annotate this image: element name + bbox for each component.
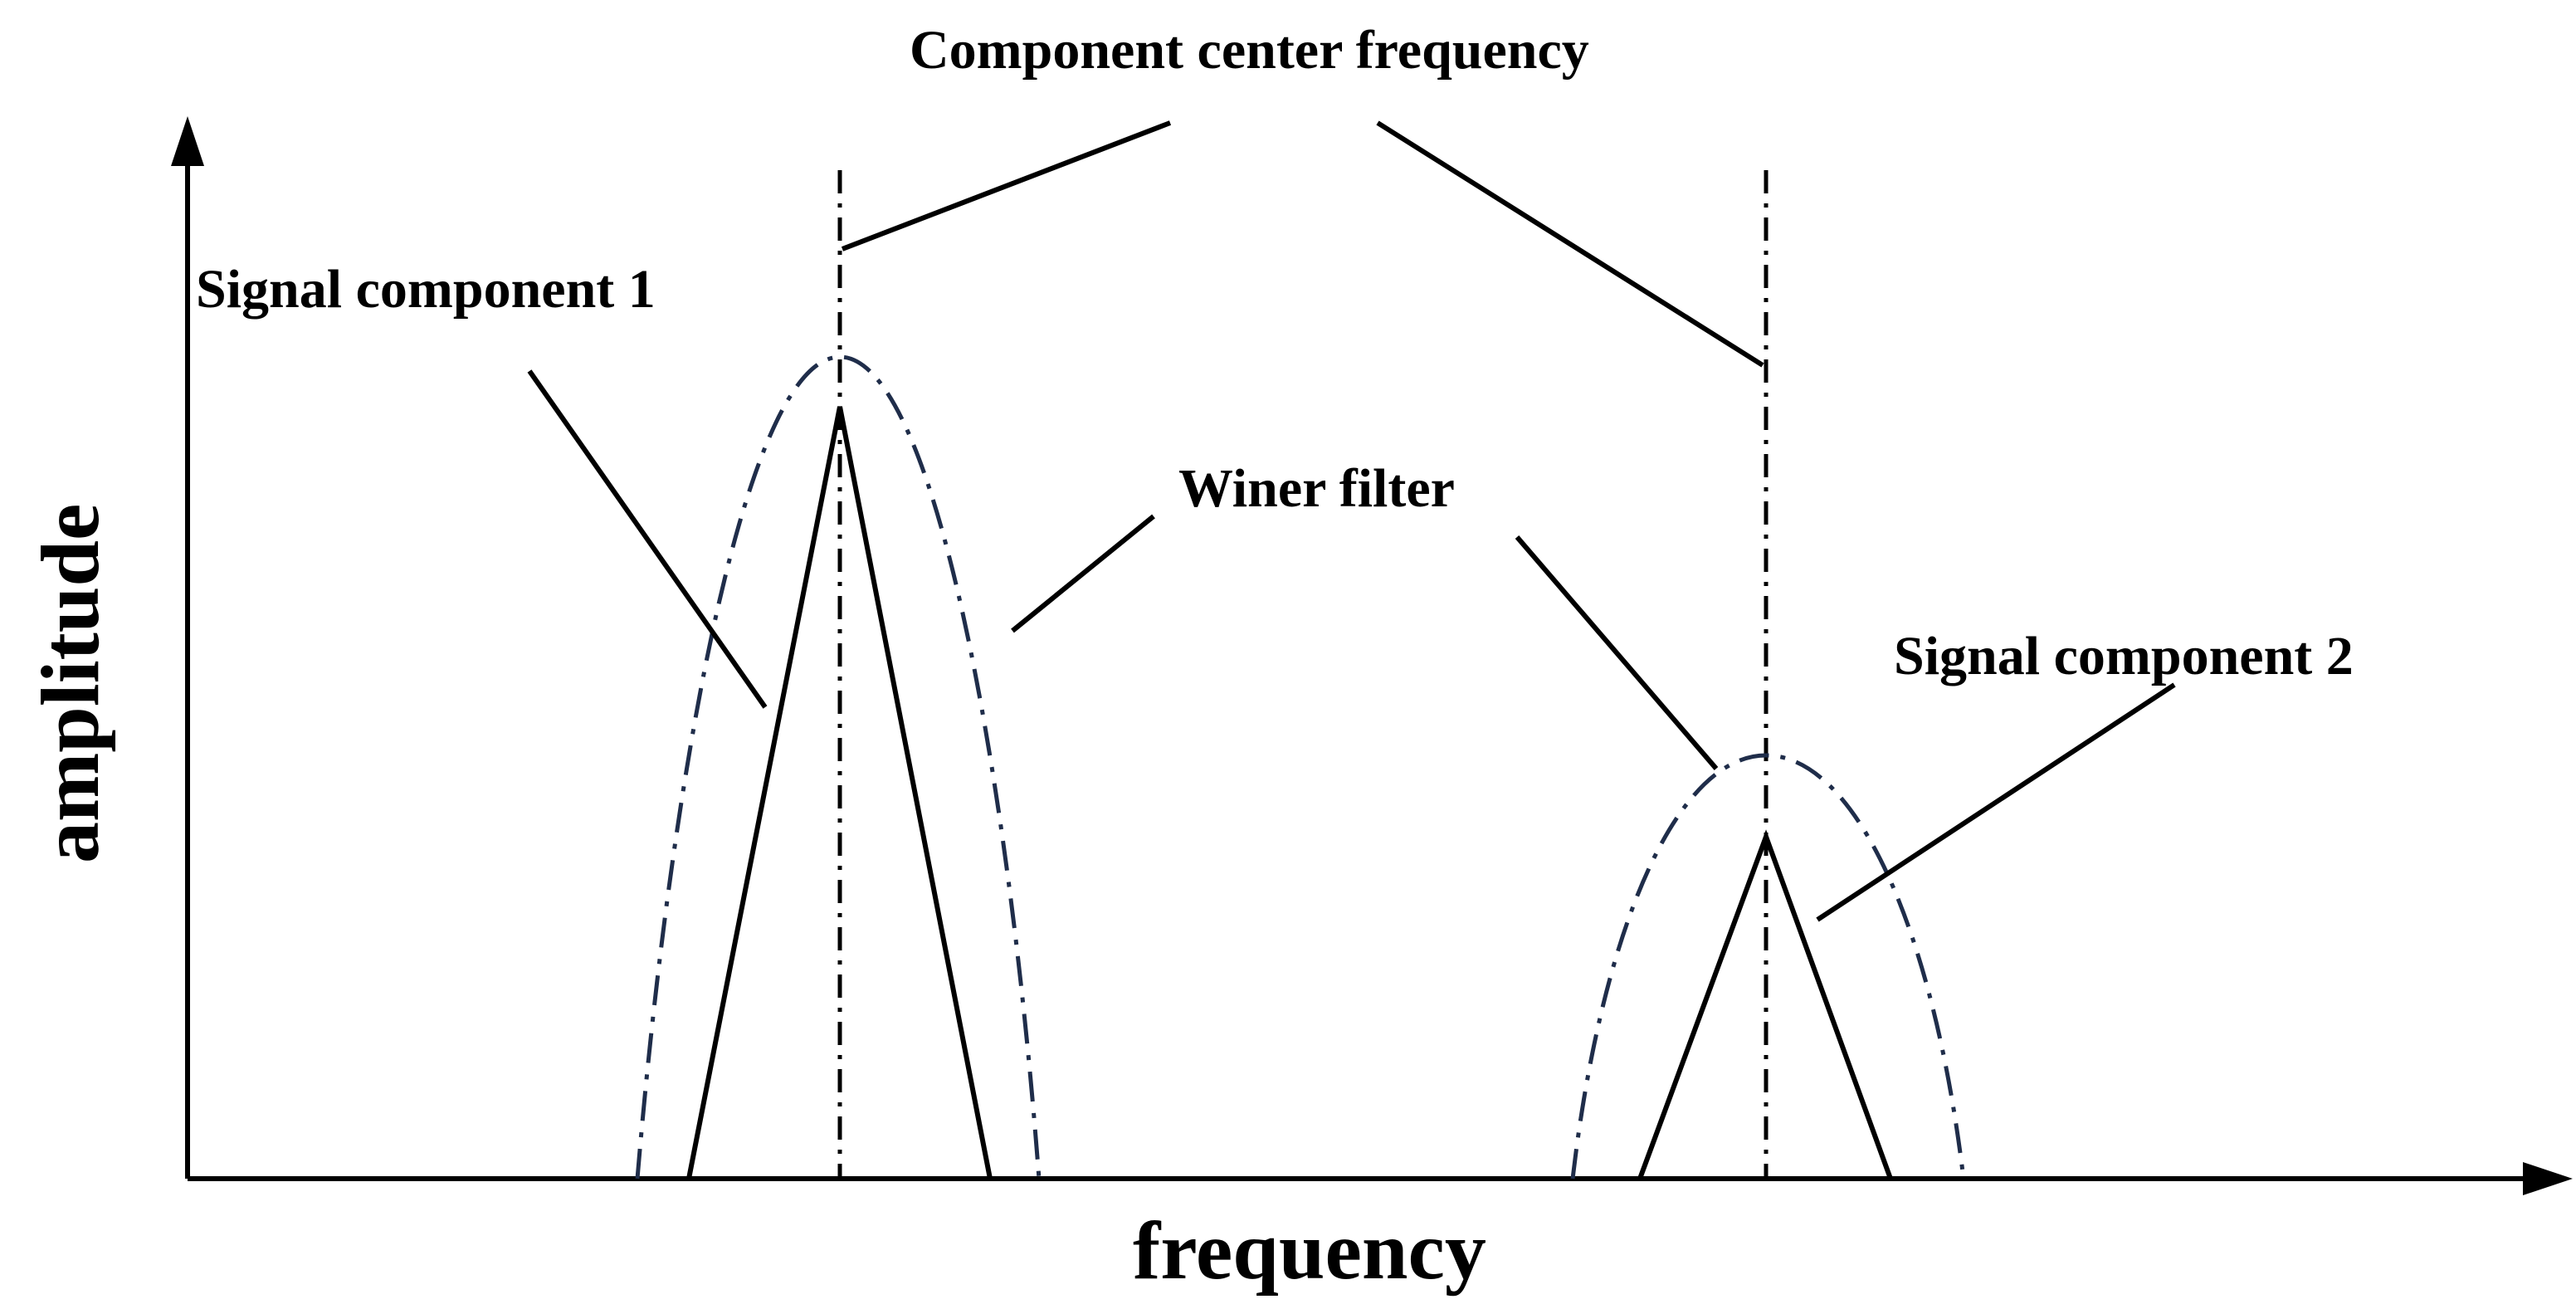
leader-wiener-filter-2 [1515, 535, 1719, 770]
x-axis-arrowhead [2523, 1162, 2573, 1195]
label-center-frequency: Component center frequency [910, 20, 1589, 81]
leader-signal-component-1 [527, 369, 768, 709]
wiener-filter-curve-1 [635, 354, 1042, 1180]
y-axis-arrowhead [171, 116, 204, 166]
x-axis-label: frequency [1133, 1204, 1486, 1297]
wiener-filter-curve-2 [1570, 753, 1966, 1180]
label-signal-component-1: Signal component 1 [196, 259, 656, 320]
leader-wiener-filter-1 [1011, 514, 1155, 633]
signal-component-2-peak [1637, 829, 1893, 1180]
label-wiener-filter: Winer filter [1178, 458, 1455, 519]
signal-component-1-peak [686, 406, 993, 1180]
label-signal-component-2: Signal component 2 [1894, 626, 2354, 686]
leader-center-frequency-left [841, 120, 1172, 252]
y-axis-label: amplitude [24, 504, 116, 863]
leader-signal-component-2 [1816, 682, 2176, 922]
leader-center-frequency-right [1376, 120, 1764, 368]
